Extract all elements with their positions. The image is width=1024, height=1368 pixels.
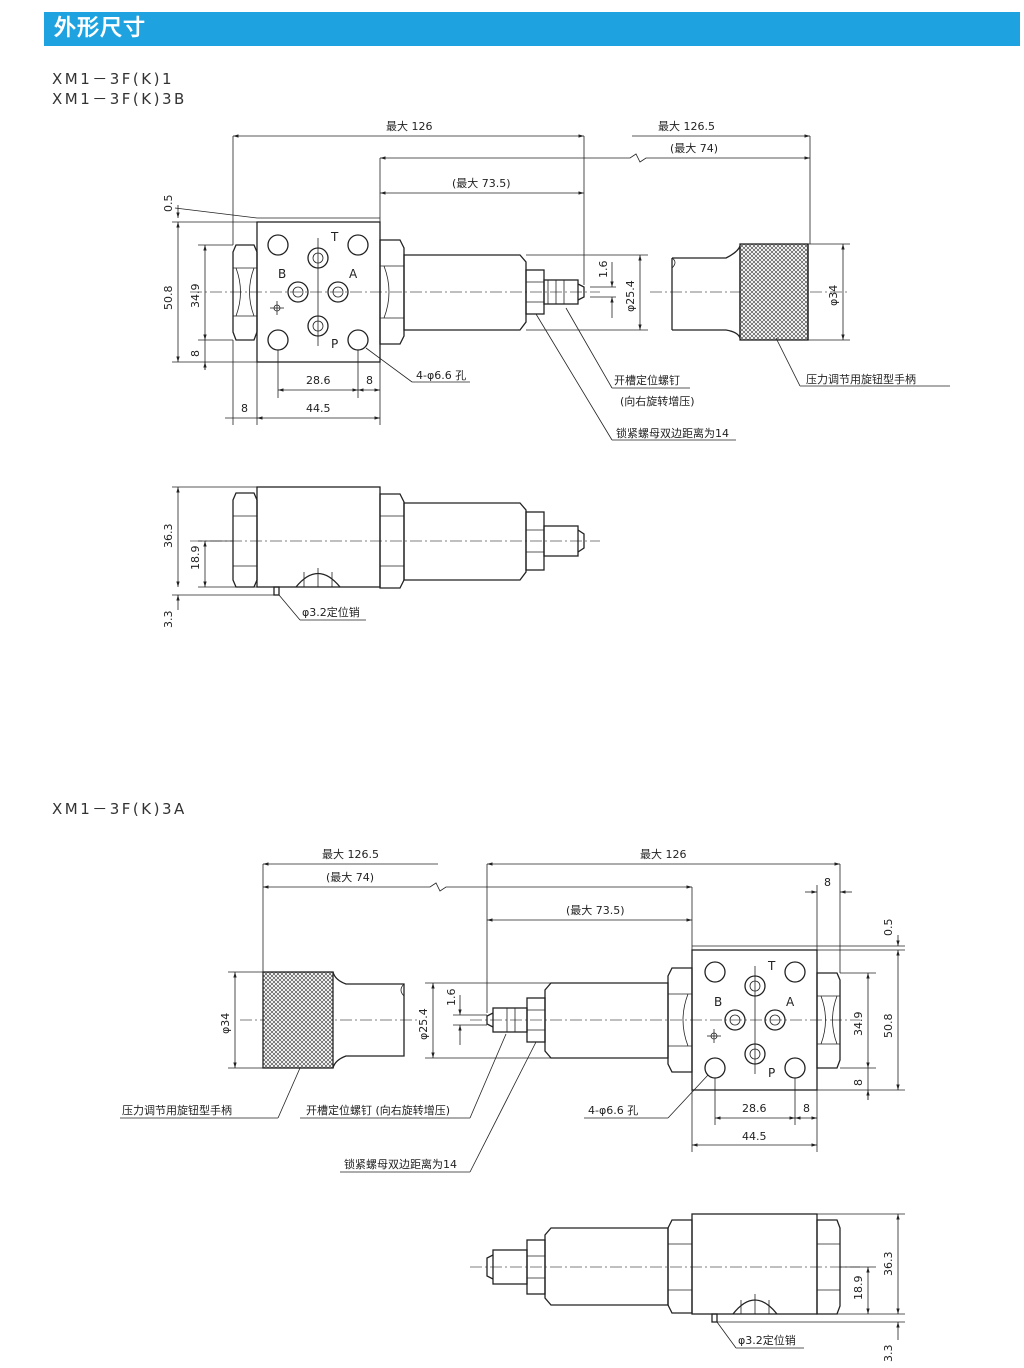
dim-phi-34: φ34 xyxy=(827,285,840,306)
port-label-b-2: B xyxy=(714,995,722,1009)
dim-34-9: 34.9 xyxy=(189,284,202,309)
port-label-b: B xyxy=(278,267,286,281)
dim-max-126-5: 最大 126.5 xyxy=(658,119,715,133)
dim-36-3: 36.3 xyxy=(162,524,175,549)
label-slot-screw-sub: (向右旋转增压) xyxy=(620,394,695,408)
dim2-max-126-5: 最大 126.5 xyxy=(322,847,379,861)
dim-18-9: 18.9 xyxy=(189,546,202,571)
dim2-50-8: 50.8 xyxy=(882,1014,895,1039)
drawing-1-side-view: 36.3 18.9 3.3 φ3.2定位销 xyxy=(162,486,600,629)
dim-3-3: 3.3 xyxy=(162,611,175,629)
dim-8-bottom: 8 xyxy=(241,402,248,415)
dim2-34-9: 34.9 xyxy=(852,1012,865,1037)
port-label-t: T xyxy=(330,230,339,244)
port-label-a-2: A xyxy=(786,995,795,1009)
section-title: 外形尺寸 xyxy=(54,16,147,41)
dim-8-left: 8 xyxy=(189,350,202,357)
dim2-8-top: 8 xyxy=(824,876,831,889)
port-label-p: P xyxy=(331,337,338,351)
dim2-1-6: 1.6 xyxy=(445,989,458,1007)
dim2-8-right: 8 xyxy=(852,1079,865,1086)
label2-slot-screw: 开槽定位螺钉 (向右旋转增压) xyxy=(306,1103,450,1117)
label2-holes: 4-φ6.6 孔 xyxy=(588,1104,638,1117)
dim-phi-25-4: φ25.4 xyxy=(624,280,637,312)
label-lock-nut: 锁紧螺母双边距离为14 xyxy=(616,426,729,440)
drawing-2-dimensions: 最大 126.5 (最大 74) 最大 126 (最大 73.5) 8 0.5 … xyxy=(120,847,905,1173)
dim2-8-mid: 8 xyxy=(803,1102,810,1115)
label2-lock-nut: 锁紧螺母双边距离为14 xyxy=(344,1157,457,1171)
dim-max-73-5: (最大 73.5) xyxy=(452,176,511,190)
drawing-2-side-view: 36.3 18.9 3.3 φ3.2定位销 xyxy=(470,1213,905,1363)
label-4-holes: 4-φ6.6 孔 xyxy=(416,369,466,382)
dim-44-5: 44.5 xyxy=(306,402,331,415)
dim-1-6: 1.6 xyxy=(597,261,610,279)
port-label-p-2: P xyxy=(768,1066,775,1080)
dim2-18-9: 18.9 xyxy=(852,1276,865,1301)
dim2-max-73-5: (最大 73.5) xyxy=(566,903,625,917)
dim-50-8: 50.8 xyxy=(162,286,175,311)
dim2-phi-25-4: φ25.4 xyxy=(417,1008,430,1040)
dim-8-mid: 8 xyxy=(366,374,373,387)
dim2-max-74: (最大 74) xyxy=(326,870,374,884)
dim2-0-5: 0.5 xyxy=(882,919,895,937)
dim2-3-3: 3.3 xyxy=(882,1345,895,1363)
port-label-t-2: T xyxy=(767,959,776,973)
drawing-2-top-view: T B A P xyxy=(240,945,860,1091)
dim-0-5: 0.5 xyxy=(162,195,175,213)
dim-28-6: 28.6 xyxy=(306,374,331,387)
label-knob: 压力调节用旋钮型手柄 xyxy=(806,372,916,386)
section-header: 外形尺寸 xyxy=(44,12,1020,46)
label2-pin: φ3.2定位销 xyxy=(738,1333,796,1347)
dim-max-74: (最大 74) xyxy=(670,141,718,155)
label-pin: φ3.2定位销 xyxy=(302,605,360,619)
port-label-a: A xyxy=(349,267,358,281)
model-label-3: XM1－3F(K)3A xyxy=(52,800,187,818)
dim-max-126: 最大 126 xyxy=(386,119,433,133)
label2-knob: 压力调节用旋钮型手柄 xyxy=(122,1103,232,1117)
model-label-1: XM1－3F(K)1 xyxy=(52,70,175,88)
dim2-28-6: 28.6 xyxy=(742,1102,767,1115)
model-label-2: XM1－3F(K)3B xyxy=(52,90,187,108)
dim2-max-126: 最大 126 xyxy=(640,847,687,861)
dim2-36-3: 36.3 xyxy=(882,1252,895,1277)
label-slot-screw: 开槽定位螺钉 xyxy=(614,373,680,387)
drawing-1-top-view: T B A P xyxy=(190,217,850,363)
dim2-phi-34: φ34 xyxy=(219,1013,232,1034)
dim2-44-5: 44.5 xyxy=(742,1130,767,1143)
drawing-1-dimensions: 最大 126 (最大 73.5) (最大 74) 最大 126.5 0.5 50… xyxy=(162,119,950,441)
